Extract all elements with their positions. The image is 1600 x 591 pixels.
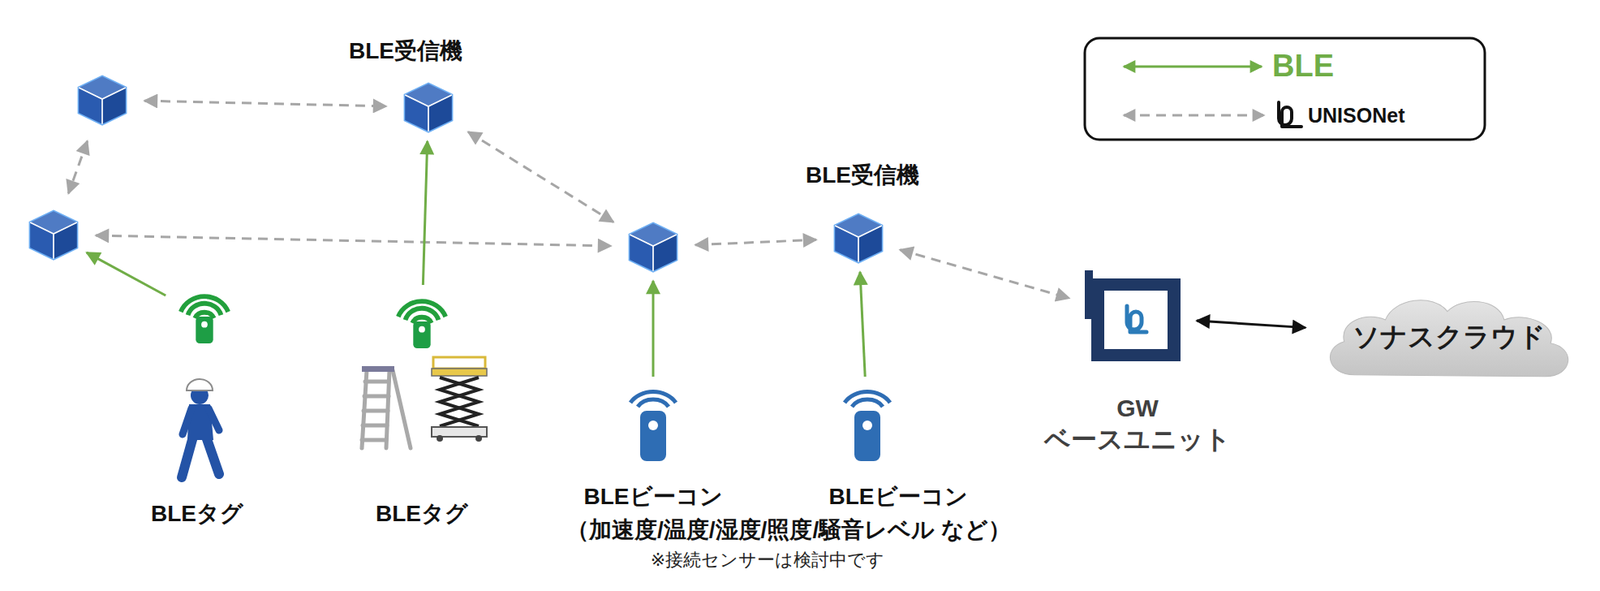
cloud-link: [1196, 320, 1306, 328]
receiver-node: [627, 220, 680, 273]
unisonet-link: [68, 141, 87, 194]
legend-text: BLE: [1272, 48, 1334, 85]
receiver-cube: [832, 211, 885, 264]
ble-tag-icon: [390, 292, 454, 350]
receiver-cube: [402, 81, 455, 134]
worker-figure: [181, 378, 220, 478]
unisonet-link: [695, 239, 817, 245]
receiver-node: BLE受信機: [832, 211, 885, 264]
node-label: BLEビーコン: [829, 483, 968, 510]
note-text: ※接続センサーは検討中です: [650, 549, 885, 570]
receiver-node: [27, 208, 80, 261]
ble-link: [652, 280, 655, 377]
receiver-node: BLE受信機: [402, 81, 455, 134]
node-label: GW: [1116, 394, 1159, 423]
unisonet-logo: [1278, 102, 1302, 127]
ble-tag-node: BLEタグ: [172, 288, 237, 345]
node-label: ベースユニット: [1044, 424, 1231, 455]
ble-line-sample: [1123, 65, 1262, 69]
ladder-figure: [361, 365, 411, 448]
cloud-node: ソナスクラウド: [1320, 291, 1579, 383]
receiver-node: [76, 73, 129, 126]
receiver-cube: [27, 208, 80, 261]
node-label: BLE受信機: [805, 162, 920, 189]
unisonet-link: [144, 100, 387, 107]
unisonet-link: [95, 235, 611, 246]
ble-tag-node: BLEタグ: [390, 292, 454, 350]
node-label: BLE受信機: [348, 38, 463, 65]
ble-beacon-node: BLEビーコン: [842, 384, 893, 463]
unisonet-link: [899, 249, 1070, 299]
legend-frame: [1084, 38, 1485, 140]
receiver-cube: [627, 220, 680, 273]
ble-beacon-icon: [627, 384, 679, 463]
ble-beacon-icon: [842, 384, 893, 463]
unisonet-link: [468, 131, 614, 222]
receiver-cube: [76, 73, 129, 126]
scissor-lift-figure: [431, 356, 487, 442]
gateway-device: [1084, 270, 1183, 363]
ble-link: [422, 141, 427, 285]
cloud-label: ソナスクラウド: [1352, 321, 1546, 353]
ble-link: [86, 252, 166, 296]
ble-tag-icon: [172, 288, 237, 345]
ble-link: [860, 271, 865, 377]
node-label: BLEビーコン: [584, 483, 723, 510]
node-label: BLEタグ: [150, 500, 244, 527]
unisonet-line-sample: [1123, 114, 1265, 117]
gateway-node: GWベースユニット: [1084, 270, 1183, 363]
node-label: BLEタグ: [375, 500, 469, 527]
sensor-list: （加速度/温度/湿度/照度/騒音レベル など）: [566, 516, 1011, 543]
legend-text: UNISONet: [1307, 103, 1405, 128]
ble-beacon-node: BLEビーコン: [627, 384, 679, 463]
